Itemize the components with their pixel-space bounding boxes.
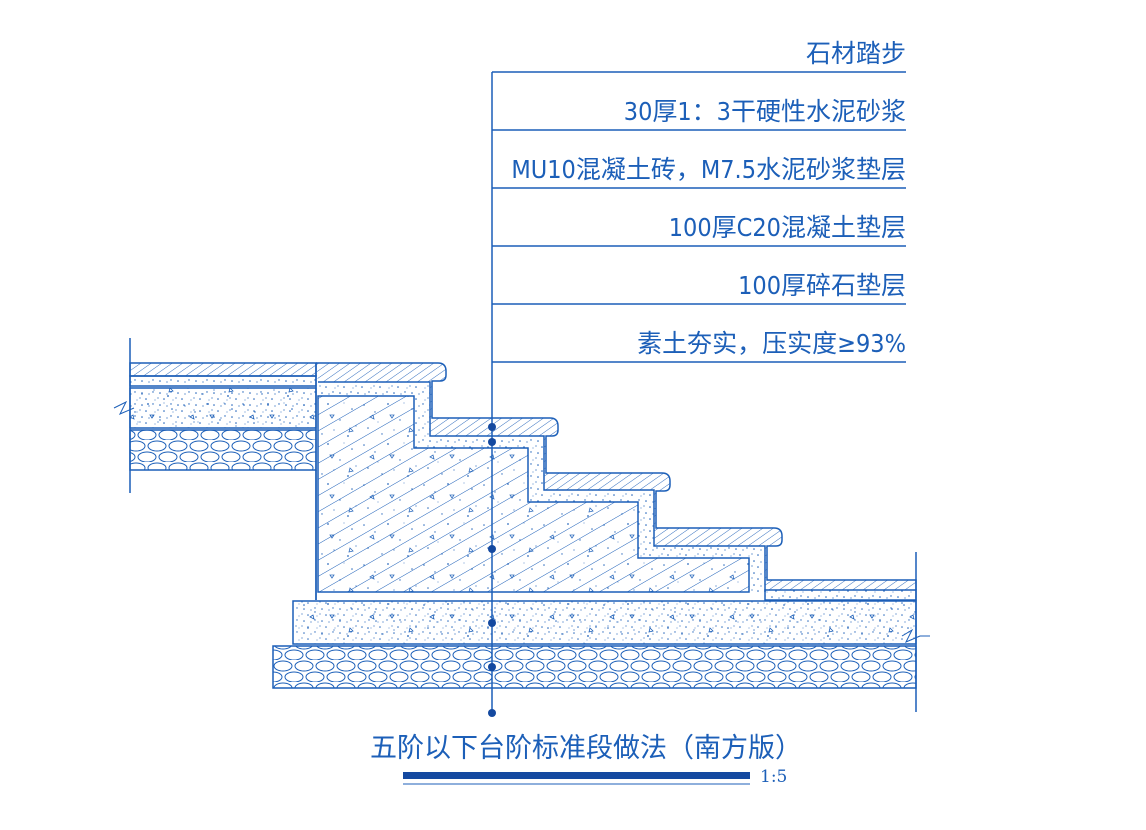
- label-soil: 素土夯实，压实度≥93%: [637, 329, 906, 358]
- label-brick: MU10混凝土砖，M7.5水泥砂浆垫层: [511, 155, 906, 184]
- leader-dot-mortar: [488, 438, 496, 446]
- layer-labels: 石材踏步 30厚1：3干硬性水泥砂浆 MU10混凝土砖，M7.5水泥砂浆垫层 1…: [492, 39, 906, 363]
- drawing-title: 五阶以下台阶标准段做法（南方版）: [370, 733, 802, 764]
- label-gravel: 100厚碎石垫层: [738, 271, 906, 300]
- leader: [488, 72, 496, 717]
- title-underline-thick: [403, 772, 750, 779]
- leader-dot-soil: [488, 709, 496, 717]
- label-concrete: 100厚C20混凝土垫层: [669, 213, 906, 242]
- label-mortar: 30厚1：3干硬性水泥砂浆: [624, 97, 906, 126]
- leader-dot-gravel: [488, 663, 496, 671]
- upper-platform: [113, 338, 317, 493]
- leader-dot-tread: [488, 423, 496, 431]
- drawing-scale: 1:5: [760, 767, 787, 787]
- concrete-base-layer: [292, 600, 917, 645]
- gravel-base-layer: [272, 645, 917, 689]
- leader-dot-brick: [488, 545, 496, 553]
- drawing-title-block: 五阶以下台阶标准段做法（南方版） 1:5: [370, 733, 802, 787]
- leader-dot-concrete: [488, 619, 496, 627]
- stone-treads: [316, 362, 930, 712]
- label-stone-tread: 石材踏步: [806, 39, 906, 68]
